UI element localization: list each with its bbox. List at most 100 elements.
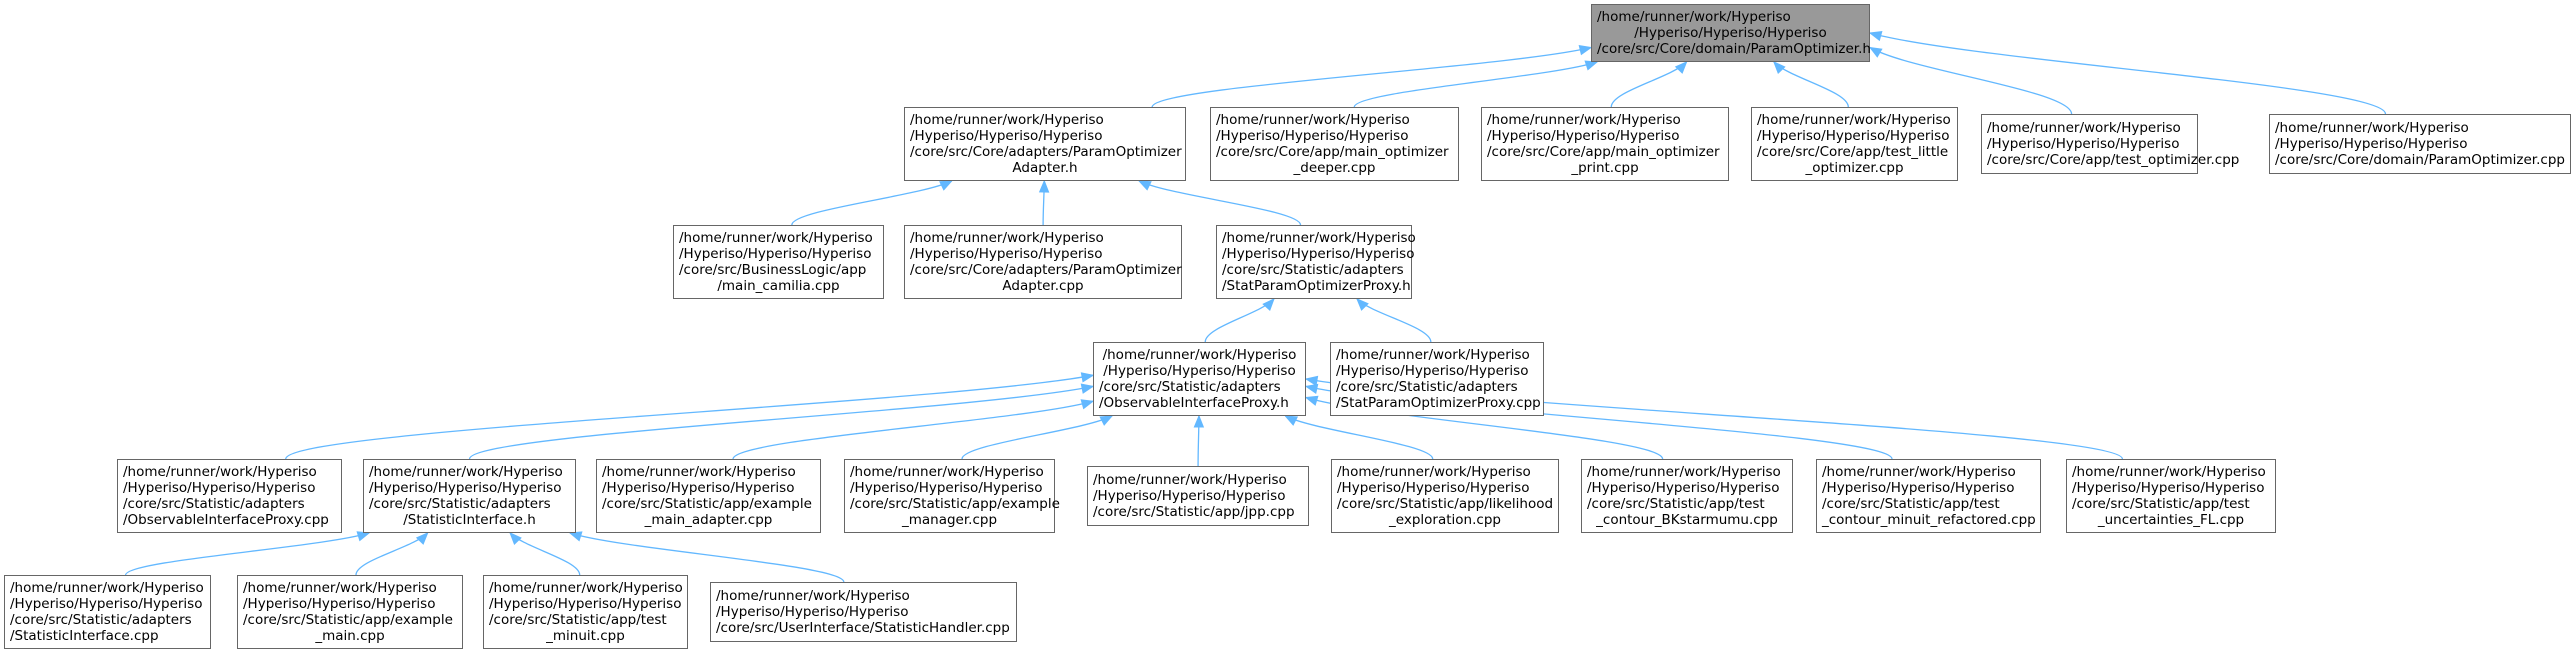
graph-node[interactable]: /home/runner/work/Hyperiso/Hyperiso/Hype… — [1210, 107, 1459, 181]
arrowhead — [415, 532, 429, 545]
node-label-line: /home/runner/work/Hyperiso — [850, 464, 1044, 480]
node-label-line: /core/src/UserInterface/StatisticHandler… — [716, 620, 1010, 636]
graph-node[interactable]: /home/runner/work/Hyperiso/Hyperiso/Hype… — [710, 582, 1017, 642]
dependency-edge — [1204, 298, 1275, 343]
node-label-line: /Hyperiso/Hyperiso/Hyperiso — [910, 128, 1103, 144]
node-label-line: /core/src/Statistic/app/example — [602, 496, 812, 512]
node-label-line: /home/runner/work/Hyperiso — [489, 580, 683, 596]
dependency-edge — [1151, 46, 1592, 108]
graph-node[interactable]: /home/runner/work/Hyperiso/Hyperiso/Hype… — [1331, 459, 1559, 533]
node-label-line: _optimizer.cpp — [1805, 160, 1904, 176]
node-label-line: /core/src/Statistic/adapters — [1222, 262, 1404, 278]
node-label-line: /home/runner/work/Hyperiso — [2072, 464, 2266, 480]
arrowhead — [1584, 60, 1599, 71]
arrowhead — [1080, 399, 1095, 410]
node-label-line: /core/src/Core/app/test_optimizer.cpp — [1987, 152, 2240, 168]
node-label-line: /core/src/Statistic/app/test — [489, 612, 667, 628]
arrowhead — [939, 180, 953, 191]
node-label-line: /home/runner/work/Hyperiso — [1597, 9, 1791, 25]
arrowhead — [1193, 414, 1205, 428]
node-label-line: /core/src/Statistic/app/test — [1822, 496, 2000, 512]
node-label-line: /home/runner/work/Hyperiso — [1822, 464, 2016, 480]
graph-node[interactable]: /home/runner/work/Hyperiso/Hyperiso/Hype… — [237, 575, 463, 649]
node-label-line: /home/runner/work/Hyperiso — [243, 580, 437, 596]
node-label-line: /Hyperiso/Hyperiso/Hyperiso — [123, 480, 316, 496]
arrowhead — [1099, 415, 1114, 426]
dependency-edge — [1356, 298, 1432, 343]
node-label-line: /core/src/Statistic/adapters — [1336, 379, 1518, 395]
dependency-edge — [732, 400, 1094, 460]
graph-node[interactable]: /home/runner/work/Hyperiso/Hyperiso/Hype… — [1330, 342, 1544, 416]
node-label-line: /core/src/Statistic/adapters — [1099, 379, 1281, 395]
node-label-line: /core/src/Statistic/app/example — [850, 496, 1060, 512]
dependency-edge — [1138, 180, 1302, 226]
arrowhead — [1137, 180, 1152, 191]
graph-node[interactable]: /home/runner/work/Hyperiso/Hyperiso/Hype… — [844, 459, 1060, 533]
graph-node-root[interactable]: /home/runner/work/Hyperiso/Hyperiso/Hype… — [1591, 4, 1871, 62]
node-label-line: /Hyperiso/Hyperiso/Hyperiso — [2072, 480, 2265, 496]
graph-node[interactable]: /home/runner/work/Hyperiso/Hyperiso/Hype… — [2269, 114, 2571, 174]
node-label-line: /home/runner/work/Hyperiso — [716, 588, 910, 604]
dependency-edge — [569, 532, 845, 583]
node-label-line: /core/src/Statistic/adapters — [369, 496, 551, 512]
node-label-line: /core/src/Statistic/app/test — [2072, 496, 2250, 512]
node-label-line: /home/runner/work/Hyperiso — [1987, 120, 2181, 136]
node-label-line: /home/runner/work/Hyperiso — [123, 464, 317, 480]
dependency-edge — [1869, 32, 2387, 115]
node-label-line: /home/runner/work/Hyperiso — [1337, 464, 1531, 480]
arrowhead — [509, 532, 522, 545]
node-label-line: /Hyperiso/Hyperiso/Hyperiso — [489, 596, 682, 612]
graph-node[interactable]: /home/runner/work/Hyperiso/Hyperiso/Hype… — [1087, 466, 1309, 526]
node-label-line: /Hyperiso/Hyperiso/Hyperiso — [1093, 488, 1286, 504]
graph-node[interactable]: /home/runner/work/Hyperiso/Hyperiso/Hype… — [483, 575, 688, 649]
arrowhead — [1038, 179, 1050, 193]
node-label-line: /core/src/Core/app/main_optimizer — [1216, 144, 1449, 160]
graph-node[interactable]: /home/runner/work/Hyperiso/Hyperiso/Hype… — [1581, 459, 1793, 533]
arrowhead — [1772, 61, 1786, 74]
graph-node[interactable]: /home/runner/work/Hyperiso/Hyperiso/Hype… — [596, 459, 821, 533]
graph-node[interactable]: /home/runner/work/Hyperiso/Hyperiso/Hype… — [2066, 459, 2276, 533]
arrowhead — [1080, 383, 1095, 394]
node-label-line: /Hyperiso/Hyperiso/Hyperiso — [1337, 480, 1530, 496]
dependency-edge — [1773, 61, 1849, 108]
arrowhead — [568, 531, 583, 542]
graph-node[interactable]: /home/runner/work/Hyperiso/Hyperiso/Hype… — [904, 225, 1182, 299]
node-label-line: /core/src/Core/adapters/ParamOptimizer — [910, 262, 1182, 278]
node-label-line: /Hyperiso/Hyperiso/Hyperiso — [369, 480, 562, 496]
node-label-line: /home/runner/work/Hyperiso — [1102, 347, 1297, 363]
node-label-line: /core/src/Core/domain/ParamOptimizer.cpp — [2275, 152, 2565, 168]
graph-node[interactable]: /home/runner/work/Hyperiso/Hyperiso/Hype… — [117, 459, 342, 533]
node-label-line: Adapter.cpp — [1002, 278, 1084, 294]
node-label-line: /home/runner/work/Hyperiso — [1487, 112, 1681, 128]
node-label-line: /StatParamOptimizerProxy.h — [1222, 278, 1411, 294]
graph-node[interactable]: /home/runner/work/Hyperiso/Hyperiso/Hype… — [4, 575, 211, 649]
graph-node[interactable]: /home/runner/work/Hyperiso/Hyperiso/Hype… — [1216, 225, 1416, 299]
arrowhead — [1284, 415, 1299, 426]
arrowhead — [1080, 372, 1095, 383]
graph-node[interactable]: /home/runner/work/Hyperiso/Hyperiso/Hype… — [363, 459, 576, 533]
dependency-edge — [961, 415, 1113, 460]
arrowhead — [356, 531, 371, 542]
node-label-line: _minuit.cpp — [546, 628, 625, 644]
node-label-line: _main_adapter.cpp — [644, 512, 773, 528]
graph-node[interactable]: /home/runner/work/Hyperiso/Hyperiso/Hype… — [1981, 114, 2240, 174]
node-label-line: /Hyperiso/Hyperiso/Hyperiso — [679, 246, 872, 262]
graph-node[interactable]: /home/runner/work/Hyperiso/Hyperiso/Hype… — [1751, 107, 1958, 181]
node-label-line: /home/runner/work/Hyperiso — [1757, 112, 1951, 128]
node-label-line: /core/src/BusinessLogic/app — [679, 262, 867, 278]
graph-node[interactable]: /home/runner/work/Hyperiso/Hyperiso/Hype… — [1093, 342, 1306, 416]
node-label-line: /home/runner/work/Hyperiso — [1216, 112, 1410, 128]
node-label-line: /StatisticInterface.h — [403, 512, 536, 528]
node-label-line: /core/src/Statistic/adapters — [10, 612, 192, 628]
graph-node[interactable]: /home/runner/work/Hyperiso/Hyperiso/Hype… — [1481, 107, 1729, 181]
node-label-line: /home/runner/work/Hyperiso — [679, 230, 873, 246]
node-label-line: /core/src/Core/domain/ParamOptimizer.h — [1597, 41, 1871, 57]
node-label-line: /Hyperiso/Hyperiso/Hyperiso — [1216, 128, 1409, 144]
node-label-line: /Hyperiso/Hyperiso/Hyperiso — [716, 604, 909, 620]
node-label-line: _manager.cpp — [901, 512, 998, 528]
graph-node[interactable]: /home/runner/work/Hyperiso/Hyperiso/Hype… — [1816, 459, 2041, 533]
graph-node[interactable]: /home/runner/work/Hyperiso/Hyperiso/Hype… — [904, 107, 1186, 181]
graph-node[interactable]: /home/runner/work/Hyperiso/Hyperiso/Hype… — [673, 225, 884, 299]
arrowhead — [1304, 383, 1319, 394]
